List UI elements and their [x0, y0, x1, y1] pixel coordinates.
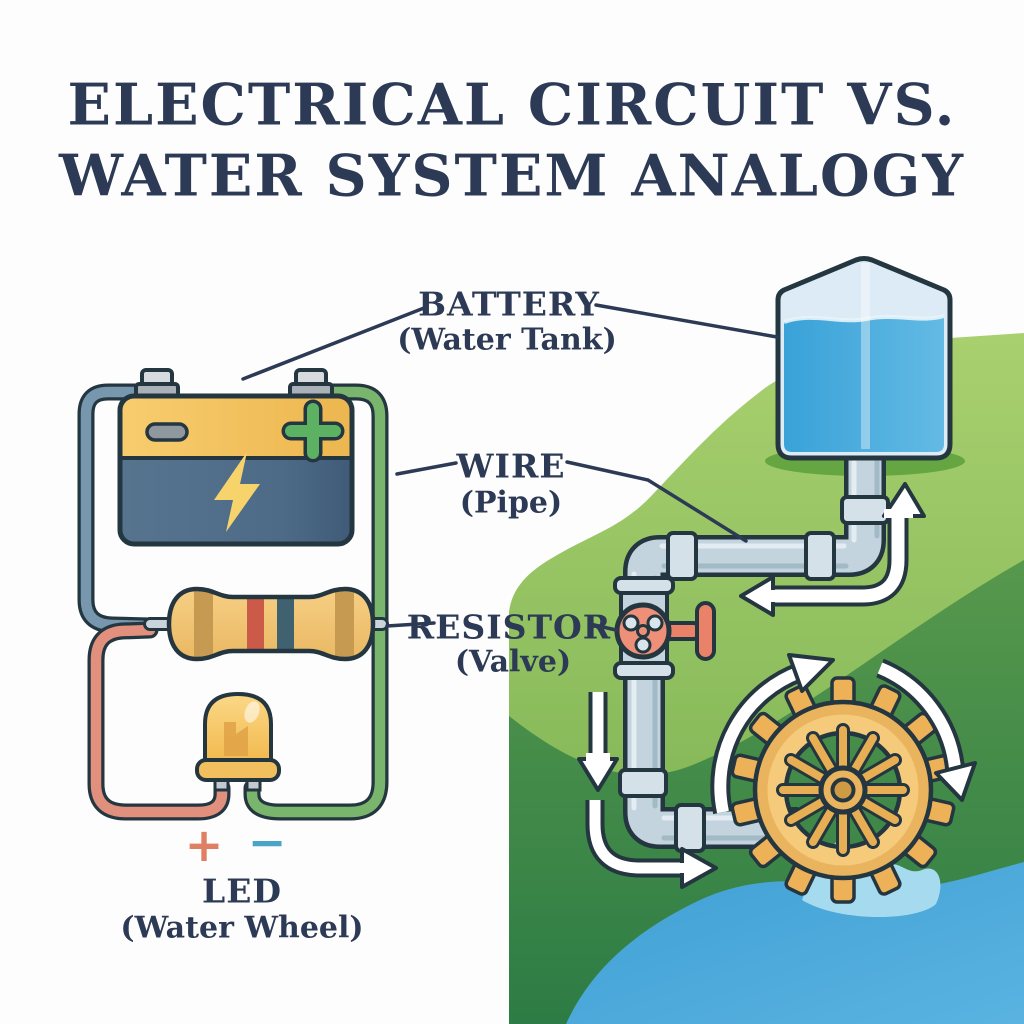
led-label-main: LED [202, 871, 282, 911]
lightning-bolt-icon [214, 452, 260, 532]
led-label-sub: (Water Wheel) [120, 910, 364, 946]
valve-handle-bar [695, 601, 716, 661]
wire-label-sub: (Pipe) [459, 485, 563, 521]
valve-wheel-hub [636, 624, 650, 638]
leader-wire-left [395, 461, 458, 476]
resistor-icon [166, 586, 376, 662]
valve-wheel-cutouts [622, 614, 664, 654]
leader-resistor-right [588, 622, 618, 632]
water-wheel-icon [730, 676, 956, 904]
water-tank-icon [775, 256, 953, 461]
minus-terminal-icon [145, 422, 189, 442]
valve-icon [613, 576, 716, 680]
wheel-rim-outer [752, 699, 934, 881]
led-shine [244, 701, 260, 723]
wire-salmon [87, 621, 231, 821]
wire-green [243, 383, 389, 821]
wire-blue [77, 383, 159, 635]
plus-terminal-icon [281, 399, 345, 463]
pipe-coupling [618, 495, 890, 853]
leader-resistor-left [385, 621, 436, 628]
page-title-line1: ELECTRICAL CIRCUIT VS. [67, 71, 957, 139]
circuit-wires [77, 383, 389, 821]
resistor-bands [194, 589, 354, 659]
tank-highlight [861, 263, 870, 449]
battery-label-main: BATTERY [418, 284, 600, 324]
positive-sign: + [184, 818, 224, 872]
leader-battery-left [241, 306, 426, 381]
negative-sign: − [247, 815, 287, 869]
flow-arrow-up-left [739, 482, 926, 617]
flow-arrow-down [577, 692, 619, 792]
leader-wire-right [565, 460, 748, 543]
resistor-label-sub: (Valve) [454, 644, 572, 680]
led-chip [224, 722, 248, 756]
led-icon [195, 691, 281, 792]
battery-label-sub: (Water Tank) [397, 322, 617, 358]
flow-arrow-curve-right [585, 800, 718, 889]
led-flange [195, 758, 281, 782]
wire-label-main: WIRE [456, 446, 566, 486]
leader-lines [241, 303, 779, 632]
resistor-label-main: RESISTOR [406, 607, 612, 647]
battery-icon [117, 368, 355, 547]
leader-battery-right [594, 303, 779, 339]
wheel-rotation-arrows [710, 653, 977, 815]
page-title-line2: WATER SYSTEM ANALOGY [58, 142, 966, 210]
tank-water [784, 316, 944, 452]
